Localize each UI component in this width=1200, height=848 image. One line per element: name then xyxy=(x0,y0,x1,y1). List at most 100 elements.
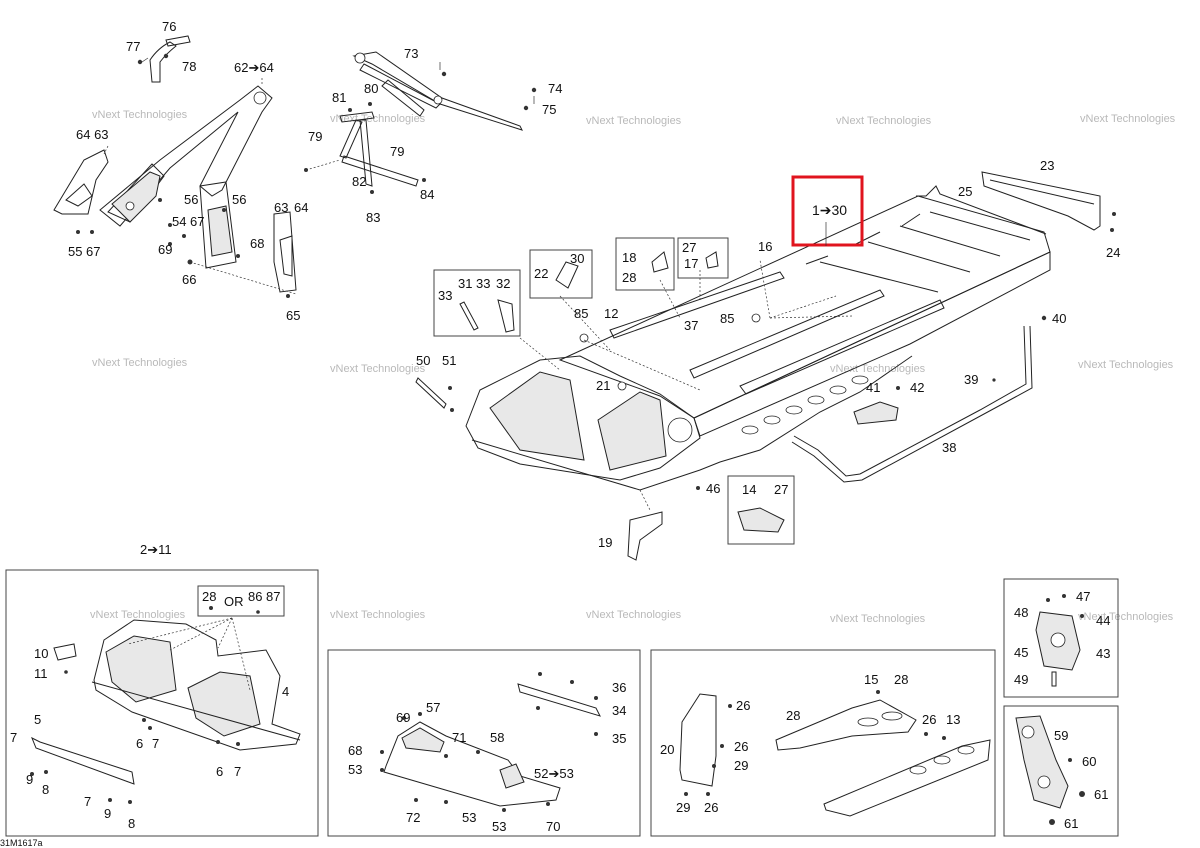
watermark-text: vNext Technologies xyxy=(92,357,188,369)
callout-label: 29 xyxy=(676,800,690,815)
callout-label: 26 xyxy=(704,800,718,815)
callout-labels: 76 77 78 62➔64 73 74 75 80 81 79 79 82 8… xyxy=(0,19,1120,848)
callout-label-highlighted: 1➔30 xyxy=(812,202,847,218)
callout-label: 10 xyxy=(34,646,48,661)
callout-label: 67 xyxy=(86,244,100,259)
callout-label: 86 xyxy=(248,589,262,604)
drawing-reference: 31M1617a xyxy=(0,838,43,848)
callout-label: 64 63 xyxy=(76,127,109,142)
watermark-text: vNext Technologies xyxy=(330,609,426,621)
group-bottom-panels xyxy=(5,569,1119,837)
watermark-text: vNext Technologies xyxy=(1078,359,1174,371)
callout-label: 12 xyxy=(604,306,618,321)
callout-label: 19 xyxy=(598,535,612,550)
callout-label: 69 xyxy=(396,710,410,725)
callout-label: 26 xyxy=(734,739,748,754)
callout-label: 15 xyxy=(864,672,878,687)
callout-label: 32 xyxy=(496,276,510,291)
group-insert-boxes xyxy=(433,237,795,545)
callout-label: 73 xyxy=(404,46,418,61)
callout-label: 83 xyxy=(366,210,380,225)
callout-label: 28 xyxy=(202,589,216,604)
callout-label: 57 xyxy=(426,700,440,715)
callout-label: OR xyxy=(224,594,244,609)
callout-label: 17 xyxy=(684,256,698,271)
callout-label: 38 xyxy=(942,440,956,455)
callout-label: 66 xyxy=(182,272,196,287)
callout-label: 34 xyxy=(612,703,626,718)
callout-label: 61 xyxy=(1094,787,1108,802)
callout-label: 4 xyxy=(282,684,289,699)
callout-label: 65 xyxy=(286,308,300,323)
callout-label: 68 xyxy=(250,236,264,251)
callout-label: 33 xyxy=(438,288,452,303)
watermark-text: vNext Technologies xyxy=(330,363,426,375)
callout-label: 9 xyxy=(104,806,111,821)
callout-label: 40 xyxy=(1052,311,1066,326)
callout-label: 53 xyxy=(462,810,476,825)
callout-label: 7 xyxy=(234,764,241,779)
callout-label: 16 xyxy=(758,239,772,254)
callout-label: 23 xyxy=(1040,158,1054,173)
callout-label: 70 xyxy=(546,819,560,834)
callout-label: 6 xyxy=(216,764,223,779)
callout-label: 50 xyxy=(416,353,430,368)
callout-label: 56 xyxy=(232,192,246,207)
callout-label: 7 xyxy=(84,794,91,809)
callout-label: 35 xyxy=(612,731,626,746)
callout-label: 49 xyxy=(1014,672,1028,687)
callout-label: 39 xyxy=(964,372,978,387)
callout-label: 13 xyxy=(946,712,960,727)
callout-label: 42 xyxy=(910,380,924,395)
callout-label: 43 xyxy=(1096,646,1110,661)
callout-label: 85 xyxy=(720,311,734,326)
callout-label: 28 xyxy=(622,270,636,285)
callout-label: 71 xyxy=(452,730,466,745)
callout-label: 79 xyxy=(308,129,322,144)
callout-label: 85 xyxy=(574,306,588,321)
callout-label: 79 xyxy=(390,144,404,159)
group-main-frame xyxy=(415,171,1116,561)
callout-label: 21 xyxy=(596,378,610,393)
callout-label: 30 xyxy=(570,251,584,266)
callout-label: 78 xyxy=(182,59,196,74)
callout-label: 62➔64 xyxy=(234,60,274,75)
callout-label: 69 xyxy=(158,242,172,257)
callout-label: 87 xyxy=(266,589,280,604)
callout-label: 14 xyxy=(742,482,756,497)
watermark-text: vNext Technologies xyxy=(830,613,926,625)
callout-label: 84 xyxy=(420,187,434,202)
callout-label: 41 xyxy=(866,380,880,395)
callout-label: 72 xyxy=(406,810,420,825)
callout-label: 7 xyxy=(10,730,17,745)
watermark-text: vNext Technologies xyxy=(836,115,932,127)
callout-label: 75 xyxy=(542,102,556,117)
callout-label: 25 xyxy=(958,184,972,199)
callout-label: 18 xyxy=(622,250,636,265)
callout-label: 58 xyxy=(490,730,504,745)
callout-label: 54 xyxy=(172,214,186,229)
callout-label: 2➔11 xyxy=(140,542,172,557)
callout-label: 68 xyxy=(348,743,362,758)
callout-label: 28 xyxy=(894,672,908,687)
group-linkage xyxy=(304,51,537,194)
callout-label: 48 xyxy=(1014,605,1028,620)
watermark-text: vNext Technologies xyxy=(1080,113,1176,125)
callout-label: 5 xyxy=(34,712,41,727)
callout-label: 55 xyxy=(68,244,82,259)
callout-label: 8 xyxy=(128,816,135,831)
callout-label: 59 xyxy=(1054,728,1068,743)
callout-label: 77 xyxy=(126,39,140,54)
callout-label: 52➔53 xyxy=(534,766,574,781)
callout-label: 36 xyxy=(612,680,626,695)
callout-label: 82 xyxy=(352,174,366,189)
highlight-box xyxy=(791,175,864,247)
callout-label: 44 xyxy=(1096,613,1110,628)
callout-label: 67 xyxy=(190,214,204,229)
callout-label: 26 xyxy=(922,712,936,727)
callout-label: 80 xyxy=(364,81,378,96)
callout-label: 11 xyxy=(34,666,48,681)
callout-label: 8 xyxy=(42,782,49,797)
callout-label: 63 xyxy=(274,200,288,215)
